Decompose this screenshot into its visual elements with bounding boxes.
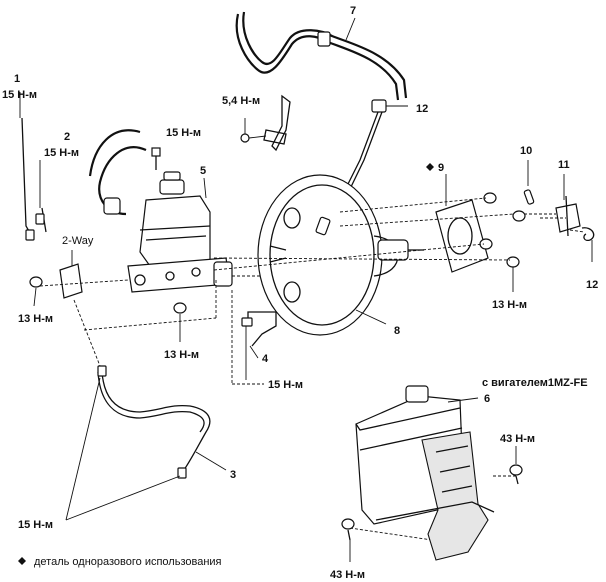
label-part-12-top: 12 [416, 103, 428, 115]
label-bracket-torque-a: 43 Н-м [500, 433, 535, 445]
label-part-4-torque: 15 Н-м [268, 379, 303, 391]
label-part-6: 6 [484, 393, 490, 405]
label-part-8: 8 [394, 325, 400, 337]
label-part-11: 11 [558, 159, 570, 171]
label-left-torque: 13 Н-м [18, 313, 53, 325]
label-part-10: 10 [520, 145, 532, 157]
booster-nuts [479, 192, 526, 292]
brake-lines-left [19, 92, 83, 299]
label-part-7: 7 [350, 5, 356, 17]
assembly-lines [39, 197, 585, 541]
label-part-12-right: 12 [586, 279, 598, 291]
clevis-assembly [523, 160, 595, 262]
hose-clip-bracket [240, 94, 291, 152]
label-part-1: 1 [14, 73, 20, 85]
brake-line-4 [173, 302, 277, 359]
reservoir-assembly-1mzfe [341, 385, 523, 562]
label-reservoir-torque: 13 Н-м [164, 349, 199, 361]
master-cylinder [127, 171, 233, 293]
label-engine-note: с вигателем1MZ-FE [482, 377, 588, 389]
label-part-9: 9 [438, 162, 444, 174]
label-booster-torque: 13 Н-м [492, 299, 527, 311]
leader-lines [33, 287, 247, 521]
callout-labels: 1 15 Н-м 2 15 Н-м 2-Way 13 Н-м 3 15 Н-м … [2, 5, 598, 581]
brake-booster [257, 174, 424, 336]
reservoir-hose [88, 129, 161, 216]
label-part-2: 2 [64, 131, 70, 143]
label-part-1-torque: 15 Н-м [2, 89, 37, 101]
legend-text: деталь одноразового использования [34, 556, 222, 568]
label-cylinder-torque: 15 Н-м [166, 127, 201, 139]
label-part-2-torque: 15 Н-м [44, 147, 79, 159]
vacuum-hose [235, 11, 408, 101]
brake-line-lower [97, 365, 227, 479]
label-two-way: 2-Way [62, 235, 94, 247]
label-part-3: 3 [230, 469, 236, 481]
label-bracket-torque-b: 43 Н-м [330, 569, 365, 581]
label-bottom-left-torque: 15 Н-м [18, 519, 53, 531]
label-part-5: 5 [200, 165, 206, 177]
label-clip-torque: 5,4 Н-м [222, 95, 260, 107]
label-part-4: 4 [262, 353, 269, 365]
single-use-diamond-icon [18, 557, 26, 565]
legend: деталь одноразового использования [18, 556, 222, 568]
